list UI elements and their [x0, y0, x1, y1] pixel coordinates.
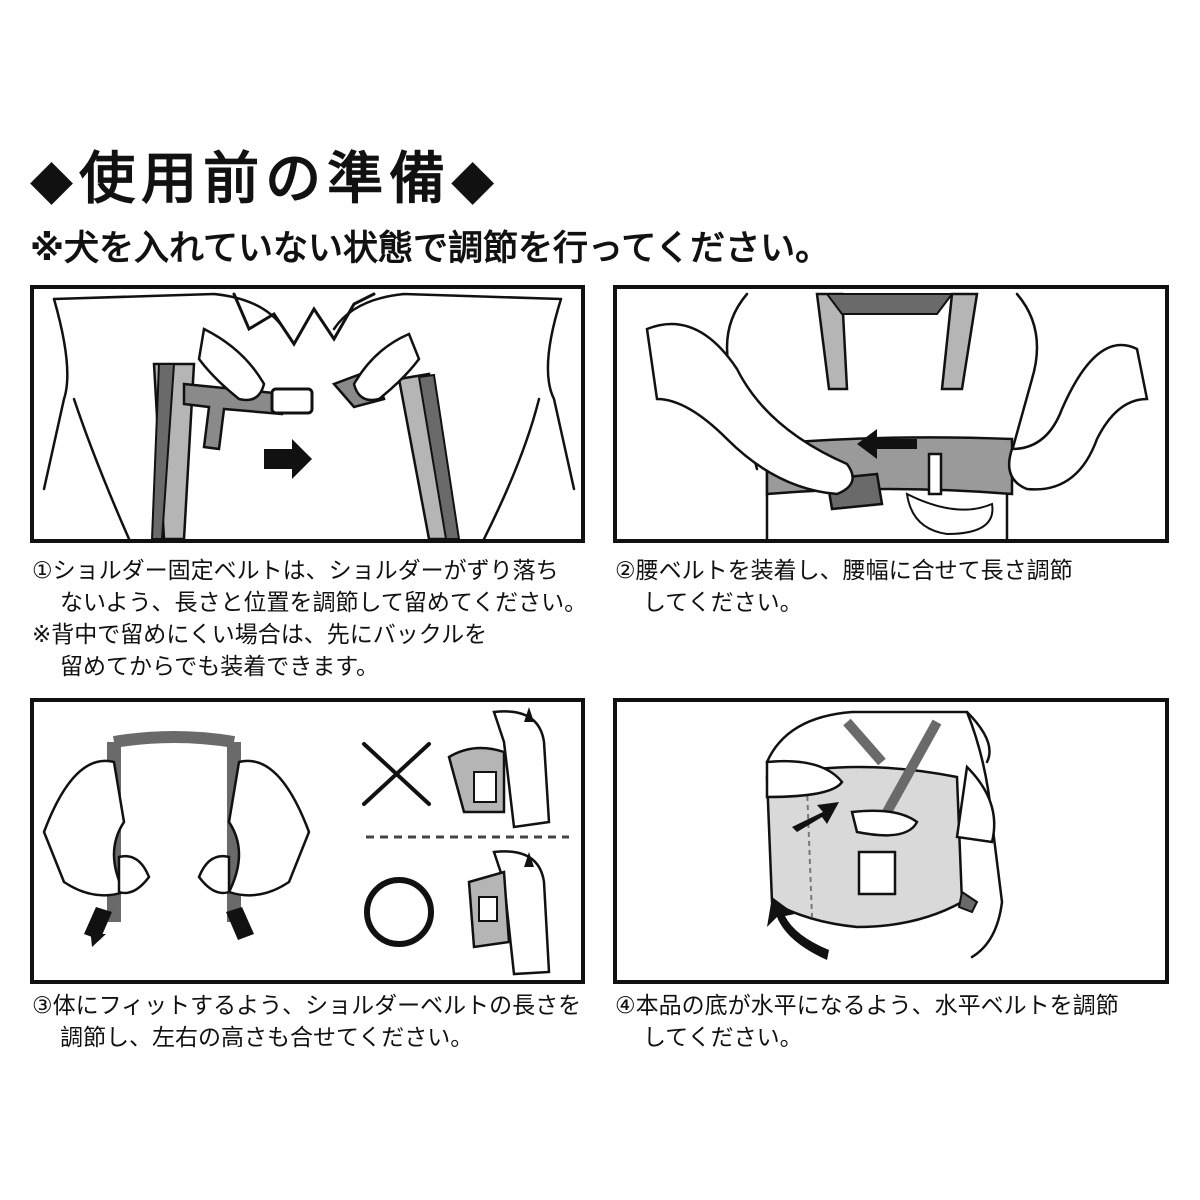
- step-1-caption: ①ショルダー固定ベルトは、ショルダーがずり落ち ないよう、長さと位置を調節して留…: [32, 555, 587, 683]
- step-3-line-1: ③体にフィットするよう、ショルダーベルトの長さを: [32, 993, 582, 1019]
- step-1-note-line-1: ※背中で留めにくい場合は、先にバックルを: [32, 622, 488, 648]
- step-4-caption: ④本品の底が水平になるよう、水平ベルトを調節 してください。: [615, 990, 1119, 1054]
- step-1-line-1: ①ショルダー固定ベルトは、ショルダーがずり落ち: [32, 558, 559, 584]
- step-4-line-1: ④本品の底が水平になるよう、水平ベルトを調節: [615, 993, 1119, 1019]
- step-1-illustration: [30, 285, 585, 543]
- horizontal-belt-drawing: [765, 710, 1004, 960]
- step-2-illustration: [613, 285, 1169, 543]
- step-3-illustration: [30, 698, 585, 984]
- step-1-note-line-2: 留めてからでも装着できます。: [60, 654, 380, 680]
- step-3-line-2: 調節し、左右の高さも合せてください。: [60, 1025, 474, 1051]
- page-title: ◆使用前の準備◆: [30, 147, 501, 212]
- step-4-illustration: [613, 698, 1169, 984]
- shoulder-belt-drawing: [42, 707, 569, 976]
- step-2-line-2: してください。: [643, 590, 803, 616]
- step-4-line-2: してください。: [643, 1025, 803, 1051]
- page-subtitle-note: ※犬を入れていない状態で調節を行ってください。: [30, 229, 831, 269]
- step-2-line-1: ②腰ベルトを装着し、腰幅に合せて長さ調節: [615, 558, 1073, 584]
- step-1-line-2: ないよう、長さと位置を調節して留めてください。: [60, 590, 588, 616]
- waist-belt-drawing: [645, 292, 1149, 539]
- step-3-caption: ③体にフィットするよう、ショルダーベルトの長さを 調節し、左右の高さも合せてくだ…: [32, 990, 581, 1054]
- step-2-caption: ②腰ベルトを装着し、腰幅に合せて長さ調節 してください。: [615, 555, 1073, 619]
- shoulder-buckle-drawing: [42, 292, 576, 539]
